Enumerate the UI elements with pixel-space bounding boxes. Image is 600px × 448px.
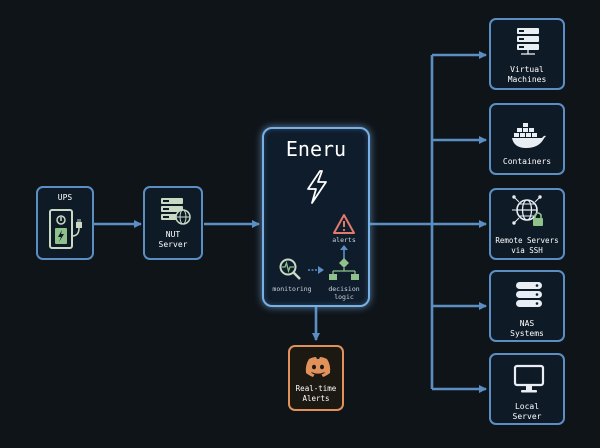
decision-logic-caption: decision logic <box>328 285 360 301</box>
realtime-alerts-node: Real-time Alerts <box>288 345 344 411</box>
alerts-caption: alerts <box>332 236 356 244</box>
ups-node: UPS <box>36 186 94 260</box>
ups-label: UPS <box>57 193 73 202</box>
docker-whale-icon <box>512 123 546 148</box>
monitor-icon <box>513 364 545 393</box>
virtual-machines-label: Virtual Machines <box>507 65 547 84</box>
discord-icon <box>305 357 331 377</box>
remote-servers-node: Remote Servers via SSH <box>489 188 565 260</box>
virtual-machines-node: Virtual Machines <box>489 18 565 90</box>
globe-lock-icon <box>512 195 543 226</box>
nut-server-label: NUT Server <box>158 230 188 249</box>
local-server-label: Local Server <box>512 402 542 421</box>
ups-battery-icon <box>49 209 82 249</box>
nut-server-node: NUT Server <box>143 186 203 260</box>
lightning-icon <box>307 170 327 204</box>
decision-flowchart-icon <box>329 258 359 280</box>
monitoring-magnifier-icon <box>279 258 301 280</box>
remote-servers-label: Remote Servers via SSH <box>495 236 559 255</box>
nas-systems-label: NAS Systems <box>510 319 544 338</box>
eneru-node: Eneru alerts <box>262 127 370 307</box>
server-stack-icon <box>517 28 539 55</box>
nas-systems-node: NAS Systems <box>489 270 565 342</box>
server-globe-icon <box>161 198 191 225</box>
eneru-title: Eneru <box>285 137 347 161</box>
realtime-alerts-label: Real-time Alerts <box>295 384 337 403</box>
up-arrow-icon <box>340 245 348 259</box>
local-server-node: Local Server <box>489 353 565 425</box>
right-arrow-icon <box>308 266 324 274</box>
containers-node: Containers <box>489 103 565 175</box>
containers-label: Containers <box>502 157 552 166</box>
nas-drive-icon <box>516 282 542 307</box>
warning-icon <box>333 214 355 234</box>
monitoring-caption: monitoring <box>272 285 312 293</box>
